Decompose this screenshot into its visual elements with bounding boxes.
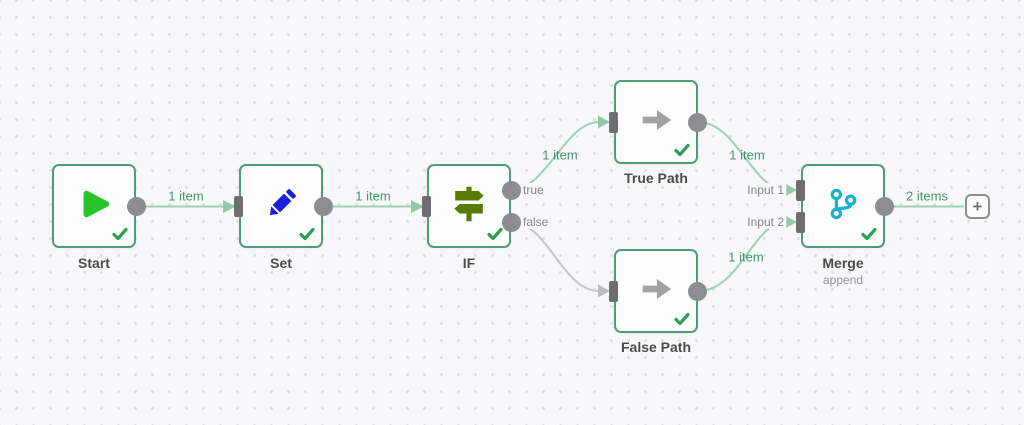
node-true-path-label: True Path (624, 170, 688, 186)
node-true-path[interactable] (614, 80, 698, 164)
success-check-icon (674, 312, 690, 326)
node-title: False Path (620, 339, 692, 355)
input-port-merge-1[interactable] (796, 179, 805, 201)
node-false-path[interactable] (614, 249, 698, 333)
node-title: IF (462, 255, 476, 271)
merge-icon (824, 185, 862, 228)
arrowhead-start-to-set (223, 200, 236, 213)
node-false-path-label: False Path (621, 339, 691, 355)
play-icon (75, 185, 113, 228)
node-set[interactable] (239, 164, 323, 248)
input-port-set[interactable] (234, 196, 243, 217)
output-port-set[interactable] (314, 197, 333, 216)
items-label-if-true: 1 item (542, 147, 578, 163)
node-title: Merge (822, 255, 864, 271)
node-merge-label: Merge append (822, 255, 863, 287)
node-title: True Path (624, 170, 688, 186)
input-port-merge-2[interactable] (796, 211, 805, 233)
success-check-icon (674, 143, 690, 157)
items-label-start-set: 1 item (168, 188, 204, 204)
arrow-right-icon (637, 270, 675, 313)
arrowhead-false-path-to-merge (785, 215, 797, 229)
arrowhead-true-path-to-merge (785, 183, 797, 197)
input-port-false-path[interactable] (609, 280, 618, 302)
node-title: Start (78, 255, 110, 271)
items-label-set-if: 1 item (355, 188, 391, 204)
node-if-label: IF (463, 255, 475, 271)
node-title: Set (270, 255, 292, 271)
connection-if-false-to-false-path[interactable] (510, 221, 600, 292)
arrow-right-icon (637, 101, 675, 144)
success-check-icon (487, 227, 503, 241)
node-merge[interactable] (801, 164, 885, 248)
add-node-button[interactable]: + (965, 194, 990, 219)
items-label-false-merge: 1 item (728, 249, 764, 265)
port-label-true: true (521, 183, 546, 197)
success-check-icon (112, 227, 128, 241)
output-port-start[interactable] (127, 197, 146, 216)
node-if[interactable] (427, 164, 511, 248)
plus-icon: + (972, 197, 983, 216)
output-port-if-true[interactable] (502, 180, 521, 200)
node-set-label: Set (270, 255, 292, 271)
success-check-icon (299, 227, 315, 241)
port-label-input-2: Input 2 (745, 215, 786, 229)
items-label-merge-out: 2 items (906, 188, 948, 204)
output-port-merge[interactable] (875, 197, 894, 216)
port-label-false: false (521, 215, 551, 229)
output-port-if-false[interactable] (502, 212, 521, 232)
port-label-input-1: Input 1 (745, 183, 786, 197)
pencil-icon (262, 185, 300, 228)
output-port-false-path[interactable] (688, 281, 707, 301)
input-port-true-path[interactable] (609, 111, 618, 133)
output-port-true-path[interactable] (688, 112, 707, 132)
node-start-label: Start (78, 255, 110, 271)
node-start[interactable] (52, 164, 136, 248)
node-subtitle: append (822, 273, 864, 287)
input-port-if[interactable] (422, 196, 431, 217)
arrowhead-if-true-to-true-path (598, 115, 610, 129)
success-check-icon (861, 227, 877, 241)
arrowhead-if-false-to-false-path (598, 284, 610, 298)
items-label-true-merge: 1 item (729, 147, 765, 163)
arrowhead-set-to-if (411, 200, 424, 213)
signpost-icon (450, 185, 488, 228)
